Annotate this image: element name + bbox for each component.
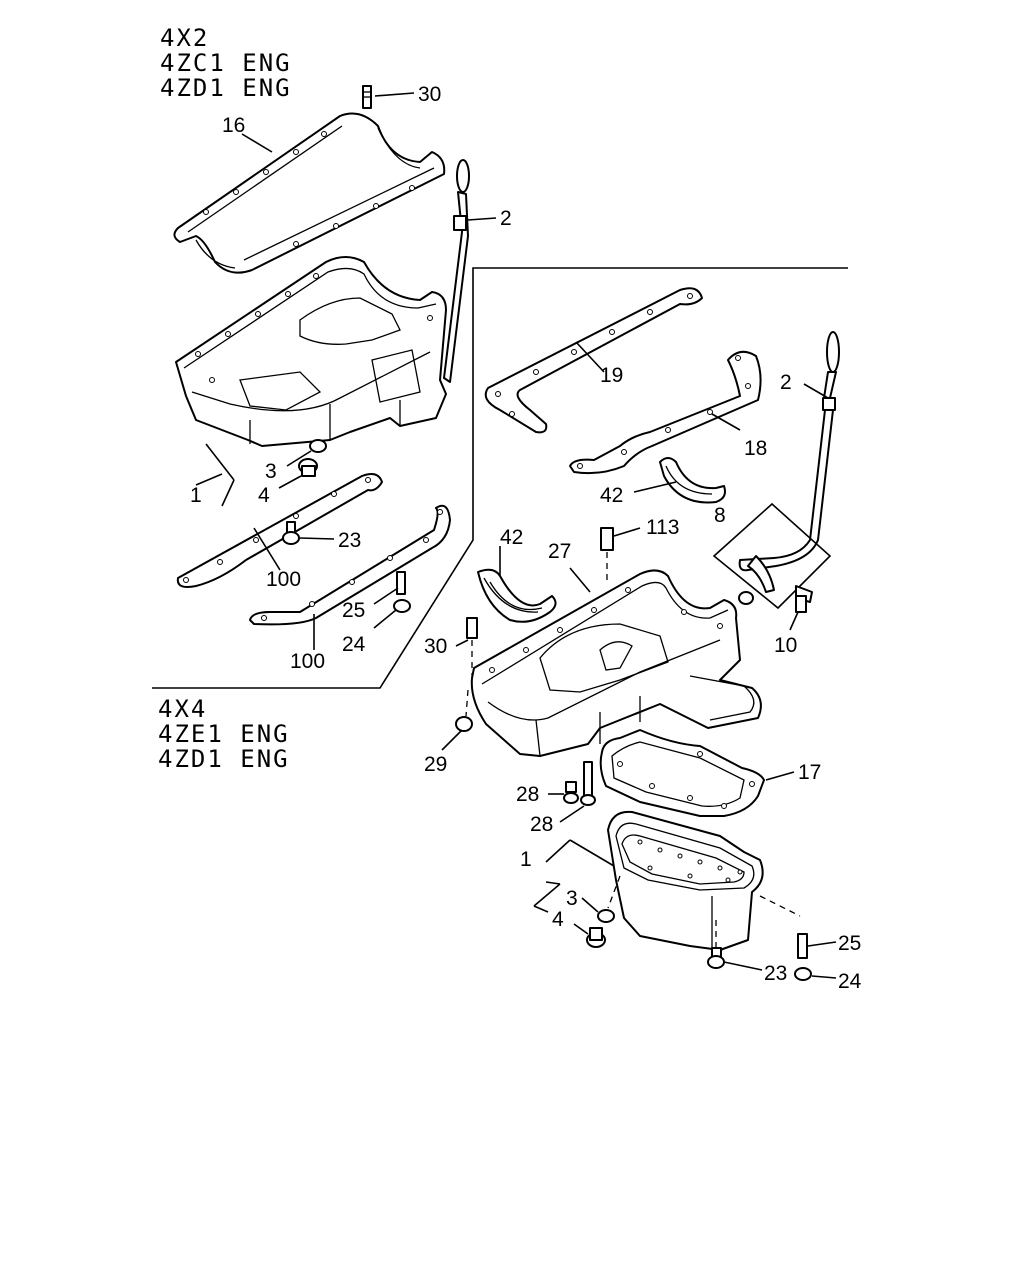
stud-30-a (362, 85, 415, 109)
callout-100-lower: 100 (290, 650, 325, 673)
callout-28-lower: 28 (530, 813, 553, 836)
callout-30-a: 30 (418, 83, 441, 106)
variant-b-engine-1: 4ZE1 ENG (158, 720, 290, 748)
rear-seal-100-lower (249, 504, 451, 650)
stud-30-b (455, 617, 478, 676)
variant-b-drive: 4X4 (158, 695, 207, 723)
seal-42-right (633, 457, 726, 504)
callout-25-b: 25 (838, 932, 861, 955)
callout-17: 17 (798, 761, 821, 784)
variant-a-drive: 4X2 (160, 24, 209, 52)
callout-29: 29 (424, 753, 447, 776)
seal-42-left (477, 546, 557, 623)
gasket-17 (599, 729, 795, 817)
callout-113: 113 (646, 516, 679, 539)
gasket-16 (173, 112, 446, 274)
variant-b-caption: 4X4 4ZE1 ENG 4ZD1 ENG (158, 695, 290, 773)
callout-27: 27 (548, 540, 571, 563)
dipstick-2-a (443, 159, 497, 383)
callout-23-a: 23 (338, 529, 361, 552)
callout-3-a: 3 (265, 460, 277, 483)
gasket-18 (569, 350, 762, 475)
callout-42-left: 42 (500, 526, 523, 549)
callout-2-b: 2 (780, 371, 792, 394)
oil-pan-27 (470, 567, 762, 757)
callout-28-upper: 28 (516, 783, 539, 806)
oil-pan-1-a (175, 256, 447, 447)
bolt-28-upper (548, 781, 579, 804)
stud-113 (600, 527, 641, 582)
dipstick-2-b (712, 331, 840, 610)
callout-16: 16 (222, 114, 245, 137)
stud-25-nut-24-a (373, 571, 411, 629)
bolt-28-lower (559, 761, 596, 823)
callout-4-b: 4 (552, 908, 564, 931)
callout-3-b: 3 (566, 887, 578, 910)
callout-1-b: 1 (520, 848, 532, 871)
callout-23-b: 23 (764, 962, 787, 985)
bolt-23-a (282, 521, 335, 545)
variant-b-engine-2: 4ZD1 ENG (158, 745, 290, 773)
callout-19: 19 (600, 364, 623, 387)
drain-plug-group-b (533, 839, 621, 948)
callout-100-upper: 100 (266, 568, 301, 591)
callout-42-right: 42 (600, 484, 623, 507)
drain-plug-group-a (195, 439, 327, 507)
variant-a-engine-2: 4ZD1 ENG (160, 74, 292, 102)
callout-8: 8 (714, 504, 726, 527)
callout-30-b: 30 (424, 635, 447, 658)
variant-divider-line (152, 267, 848, 689)
bolt-23-b (707, 947, 763, 971)
oil-pan-1-b (607, 810, 801, 952)
variant-a-caption: 4X2 4ZC1 ENG 4ZD1 ENG (160, 24, 292, 102)
callout-labels: 30 16 2 1 3 4 23 100 25 24 100 19 2 18 4… (190, 83, 862, 993)
callout-1-a: 1 (190, 484, 202, 507)
callout-24-b: 24 (838, 970, 862, 993)
stud-25-nut-24-b (794, 933, 837, 981)
rear-seal-100-upper (176, 473, 383, 588)
callout-2-a: 2 (500, 207, 512, 230)
nut-29 (441, 689, 473, 751)
bolt-10 (789, 585, 813, 631)
variant-a-engine-1: 4ZC1 ENG (160, 49, 292, 77)
callout-24-a: 24 (342, 633, 366, 656)
callout-4-a: 4 (258, 484, 270, 507)
callout-25-a: 25 (342, 599, 365, 622)
gasket-19 (484, 287, 703, 434)
callout-18: 18 (744, 437, 767, 460)
callout-10: 10 (774, 634, 797, 657)
